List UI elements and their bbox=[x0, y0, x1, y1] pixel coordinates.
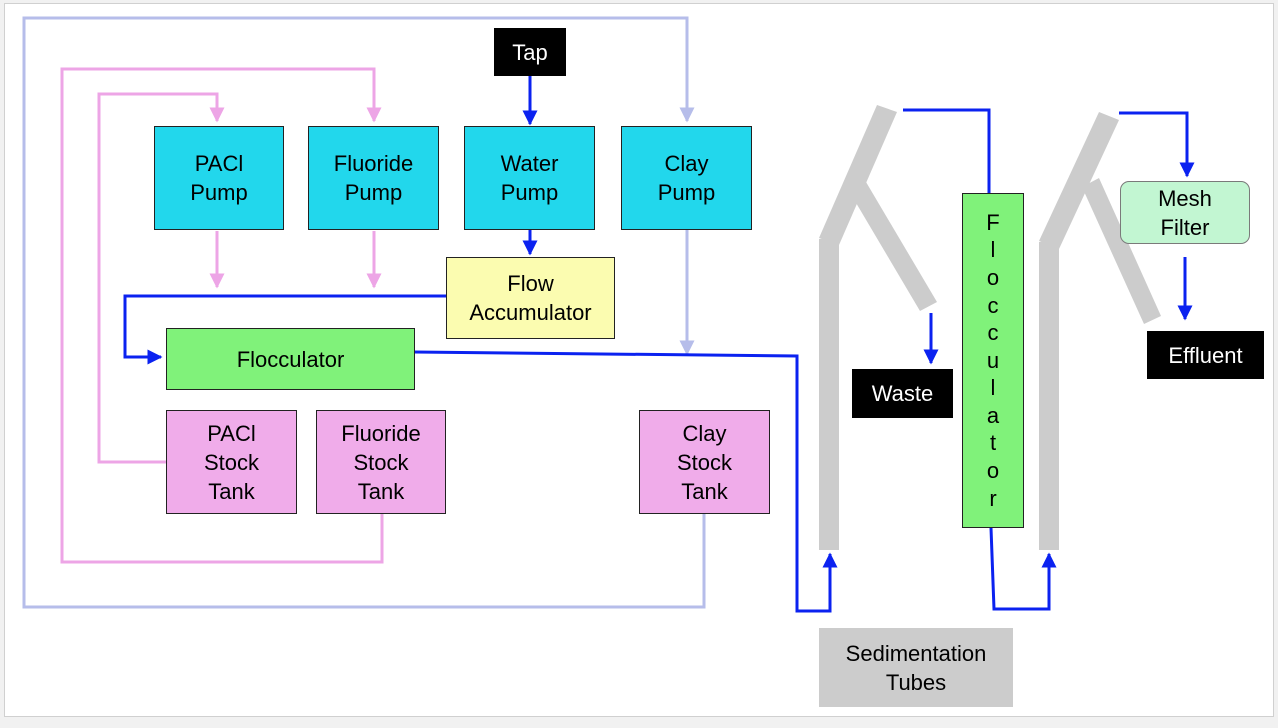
vertical-flocculator-letter: r bbox=[989, 485, 997, 511]
mesh-filter: Mesh Filter bbox=[1120, 181, 1250, 244]
vertical-flocculator-letter: o bbox=[986, 458, 1000, 484]
tap-label: Tap bbox=[494, 28, 566, 76]
vertical-flocculator-letter: c bbox=[987, 292, 999, 318]
vertical-flocculator-letter: l bbox=[990, 375, 996, 401]
pacl-pump: PACl Pump bbox=[154, 126, 284, 230]
flocculator: Flocculator bbox=[166, 328, 415, 390]
fluoride-pump: Fluoride Pump bbox=[308, 126, 439, 230]
chemical-lines bbox=[60, 67, 384, 564]
water-lines bbox=[123, 76, 1195, 613]
connection-lines bbox=[22, 16, 1195, 613]
vertical-flocculator-letter: t bbox=[989, 430, 997, 456]
vertical-flocculator-letter: c bbox=[987, 320, 999, 346]
clay-stock-tank: Clay Stock Tank bbox=[639, 410, 770, 514]
waste-label: Waste bbox=[852, 369, 953, 418]
sedimentation-tubes-label: Sedimentation Tubes bbox=[819, 628, 1013, 707]
clay-pump: Clay Pump bbox=[621, 126, 752, 230]
fluoride-stock-tank: Fluoride Stock Tank bbox=[316, 410, 446, 514]
sedimentation-tube-1 bbox=[819, 105, 937, 550]
pacl-stock-tank: PACl Stock Tank bbox=[166, 410, 297, 514]
sedimentation-tube-2 bbox=[1039, 112, 1161, 550]
vertical-flocculator-letter: l bbox=[990, 237, 996, 263]
water-pump: Water Pump bbox=[464, 126, 595, 230]
diagram-canvas: Tap PACl Pump Fluoride Pump Water Pump C… bbox=[4, 3, 1274, 717]
vertical-flocculator-letter: o bbox=[986, 264, 1000, 290]
vertical-flocculator: F l o c c u l a t o r bbox=[962, 193, 1024, 528]
clay-line bbox=[22, 16, 706, 609]
vertical-flocculator-letter: a bbox=[986, 402, 1000, 428]
vertical-flocculator-letter: F bbox=[986, 209, 1000, 235]
effluent-label: Effluent bbox=[1147, 331, 1264, 379]
vertical-flocculator-letter: u bbox=[986, 347, 1000, 373]
flow-accumulator: Flow Accumulator bbox=[446, 257, 615, 339]
